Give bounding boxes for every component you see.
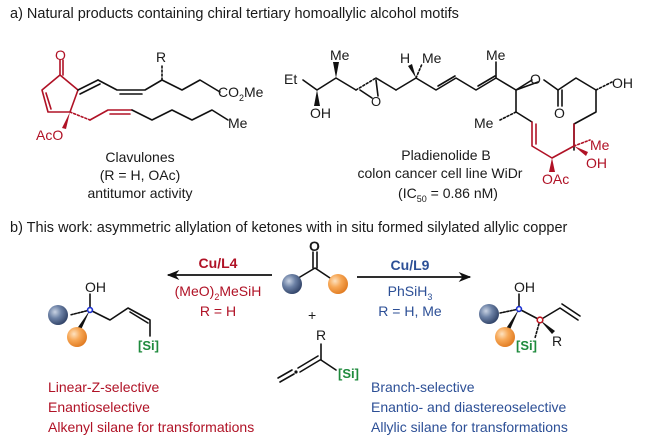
left-silane: (MeO)2MeSiH (175, 283, 262, 302)
pladienolide-ring-o: O (530, 71, 541, 87)
clavulone-activity: antitumor activity (87, 185, 192, 201)
left-product-oh: OH (85, 279, 106, 295)
pladienolide-h-label: H (400, 50, 410, 66)
blue-sphere-icon (282, 274, 302, 294)
stereocenter-marker (515, 305, 523, 313)
right-condition: R = H, Me (378, 303, 442, 319)
clavulone-variant: (R = H, OAc) (100, 167, 181, 183)
pladienolide-oh1-label: OH (310, 105, 331, 121)
right-catalyst: Cu/L9 (391, 257, 430, 273)
pladienolide-epoxide-o: O (371, 94, 381, 109)
stereocenter-marker (86, 306, 94, 314)
pladienolide-oh2-label: OH (612, 75, 633, 91)
left-feature-1: Linear-Z-selective (48, 379, 159, 395)
ketone-o-label: O (309, 238, 320, 254)
clavulone-name: Clavulones (105, 149, 174, 165)
clavulone-structure: O R CO2Me AcO Me (36, 47, 264, 143)
pladienolide-me1-label: Me (330, 47, 350, 63)
pladienolide-structure: Et OH Me O H Me Me O O OH Me (284, 47, 633, 187)
pladienolide-me3-label: Me (486, 47, 506, 63)
left-catalyst: Cu/L4 (199, 255, 238, 271)
orange-sphere-icon (495, 327, 515, 347)
left-feature-3: Alkenyl silane for transformations (48, 419, 254, 435)
clavulone-me-label: Me (228, 115, 248, 131)
pladienolide-name: Pladienolide B (401, 147, 491, 163)
blue-sphere-icon (479, 304, 499, 324)
left-feature-2: Enantioselective (48, 399, 150, 415)
clavulone-r-label: R (156, 49, 166, 65)
left-product-si: [Si] (138, 338, 159, 353)
right-product-oh: OH (514, 279, 535, 295)
clavulone-o-label: O (55, 47, 66, 63)
orange-sphere-icon (328, 274, 348, 294)
right-product: OH [Si] R (479, 279, 581, 353)
pladienolide-me2-label: Me (422, 50, 442, 66)
pladienolide-me4-label: Me (474, 115, 494, 131)
pladienolide-me5-label: Me (590, 137, 610, 153)
orange-sphere-icon (67, 327, 87, 347)
left-product: OH [Si] (48, 279, 159, 353)
pladienolide-activity: colon cancer cell line WiDr (358, 165, 523, 181)
clavulone-aco-label: AcO (36, 127, 63, 143)
left-condition: R = H (200, 303, 236, 319)
allene-si-label: [Si] (338, 366, 359, 381)
plus-sign: + (308, 307, 316, 323)
pladienolide-et-label: Et (284, 71, 297, 87)
right-feature-2: Enantio- and diastereoselective (371, 399, 567, 415)
right-silane: PhSiH3 (388, 283, 433, 302)
ketone-substrate: O (282, 238, 348, 294)
right-feature-1: Branch-selective (371, 379, 475, 395)
section-a-heading: a) Natural products containing chiral te… (10, 6, 459, 22)
blue-sphere-icon (48, 305, 68, 325)
allene-substrate: R [Si] (277, 327, 359, 383)
pladienolide-carbonyl-o: O (554, 105, 565, 121)
clavulone-co2me-label: CO2Me (218, 84, 264, 103)
pladienolide-ic50: (IC50 = 0.86 nM) (398, 185, 498, 204)
allene-r-label: R (316, 327, 326, 343)
section-b-heading: b) This work: asymmetric allylation of k… (10, 220, 568, 236)
stereocenter-marker (536, 316, 544, 324)
pladienolide-oac-label: OAc (542, 171, 569, 187)
right-product-r: R (552, 333, 562, 349)
pladienolide-oh3-label: OH (586, 155, 607, 171)
right-feature-3: Allylic silane for transformations (371, 419, 568, 435)
right-product-si: [Si] (516, 338, 537, 353)
